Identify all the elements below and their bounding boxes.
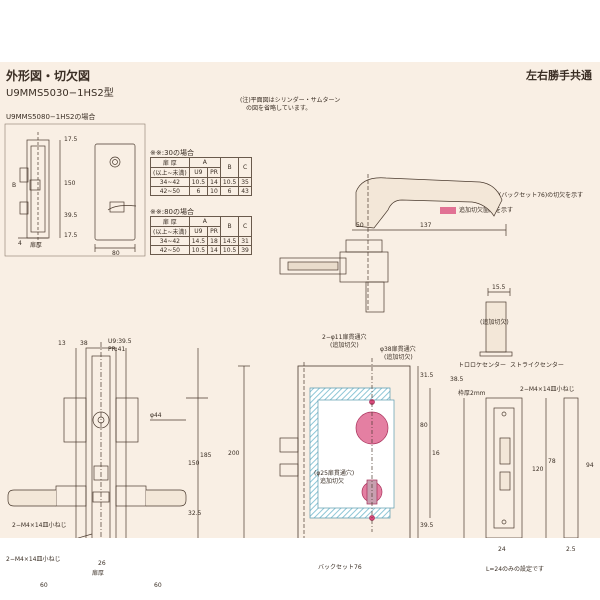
inset-title: U9MMS5080−1HS2の場合	[6, 113, 96, 121]
drawing-title: 外形図・切欠図	[6, 69, 91, 83]
dim-label: 39.5	[64, 212, 78, 219]
spec-head: C	[238, 216, 252, 237]
dim-label: 185	[200, 452, 212, 459]
torokke-center-label: トロロケセンター	[458, 362, 507, 369]
spec-cell: 6	[219, 186, 240, 196]
dim-label: 50	[356, 222, 364, 229]
dim-label: 24	[498, 546, 506, 553]
dim-label: 38.5	[450, 376, 464, 383]
plan-note-line1: (注)平面図はシリンダー・サムターン	[240, 97, 341, 104]
dim-label: 39.5	[420, 522, 434, 529]
legend-swatch-additional	[440, 207, 456, 214]
dim-label: 16	[432, 450, 440, 457]
dim-label: 137	[420, 222, 432, 229]
dim-label: 150	[64, 180, 76, 187]
dim-label: 150	[188, 460, 200, 467]
spec-cell: 10.5	[219, 245, 240, 255]
hole-25-sub: 追加切欠	[320, 478, 345, 485]
dim-label: 17.5	[64, 136, 78, 143]
drawing-linework	[4, 123, 579, 538]
hole-25-label: (φ25扉貫通穴)	[314, 470, 355, 477]
dim-label: 13	[58, 340, 66, 347]
hole-11-sub: (追加切欠)	[330, 342, 359, 349]
dim-label: 78	[548, 458, 556, 465]
spec-table-80-title: ※※:80の場合	[150, 208, 194, 216]
strike-screw-label: 2−M4×14皿小ねじ	[520, 386, 575, 393]
model-number: U9MMS5030−1HS2型	[6, 88, 114, 99]
additional-cutout-label: (追加切欠)	[480, 319, 509, 326]
handle-side-view	[279, 174, 507, 313]
hole-38-sub: (追加切欠)	[384, 354, 413, 361]
legend-label-additional: 追加切欠箇所を示す	[459, 207, 514, 214]
door-thickness-label: 扉厚	[92, 570, 105, 577]
hole-38-label: φ38扉貫通穴	[380, 346, 416, 353]
frame-thickness-label: 枠厚2mm	[458, 390, 486, 397]
dim-label: 200	[228, 450, 240, 457]
door-thickness-label: 扉厚	[30, 242, 43, 249]
dim-label: 80	[112, 250, 120, 257]
dim-label: 32.5	[188, 510, 202, 517]
spec-cell: 6	[188, 186, 209, 196]
front-view	[7, 342, 208, 538]
spec-cell: 39	[238, 245, 252, 255]
hole-11-label: 2−φ11扉貫通穴	[322, 334, 367, 341]
dim-label: 2.5	[566, 546, 576, 553]
screw-label-2: 2−M4×14皿小ねじ	[6, 556, 61, 563]
dim-label: 26	[98, 560, 106, 567]
handing-note: 左右勝手共通	[526, 69, 592, 82]
dim-label: 60	[154, 582, 162, 589]
strike-view	[463, 288, 579, 538]
backset-label: バックセット76	[318, 564, 362, 571]
spec-cell: 10.5	[188, 245, 209, 255]
legend-item-additional: 追加切欠箇所を示す	[440, 205, 513, 214]
dim-label: 80	[420, 422, 428, 429]
dim-label: 120	[532, 466, 544, 473]
cutout-view	[238, 358, 431, 538]
dim-label: φ44	[150, 412, 162, 419]
dim-label: 17.5	[64, 232, 78, 239]
strike-center-label: ストライクセンター	[510, 362, 564, 369]
inset-drawing	[4, 123, 146, 257]
spec-table-30-title: ※※:30の場合	[150, 149, 194, 157]
spec-cell: 43	[238, 186, 252, 196]
dim-label: 38	[80, 340, 88, 347]
plan-note-line2: の図を省略しています。	[246, 105, 312, 112]
u9-label: U9:39.5	[108, 338, 132, 345]
dim-label: 60	[40, 582, 48, 589]
dim-label: 15.5	[492, 284, 506, 291]
drawing-sheet: 外形図・切欠図 U9MMS5030−1HS2型 左右勝手共通 (注)平面図はシリ…	[0, 62, 600, 589]
dim-label: 31.5	[420, 372, 434, 379]
legend-label-mms: MMSシリーズ(バックセット76)の切欠を示す	[461, 192, 584, 199]
dim-label: B	[12, 182, 17, 189]
dim-label: 4	[18, 240, 22, 247]
l24-note: L=24のみの設定です	[486, 566, 545, 573]
screw-label-1: 2−M4×14皿小ねじ	[12, 522, 67, 529]
pr-label: PR:41	[108, 346, 126, 353]
dim-label: 94	[586, 462, 594, 469]
